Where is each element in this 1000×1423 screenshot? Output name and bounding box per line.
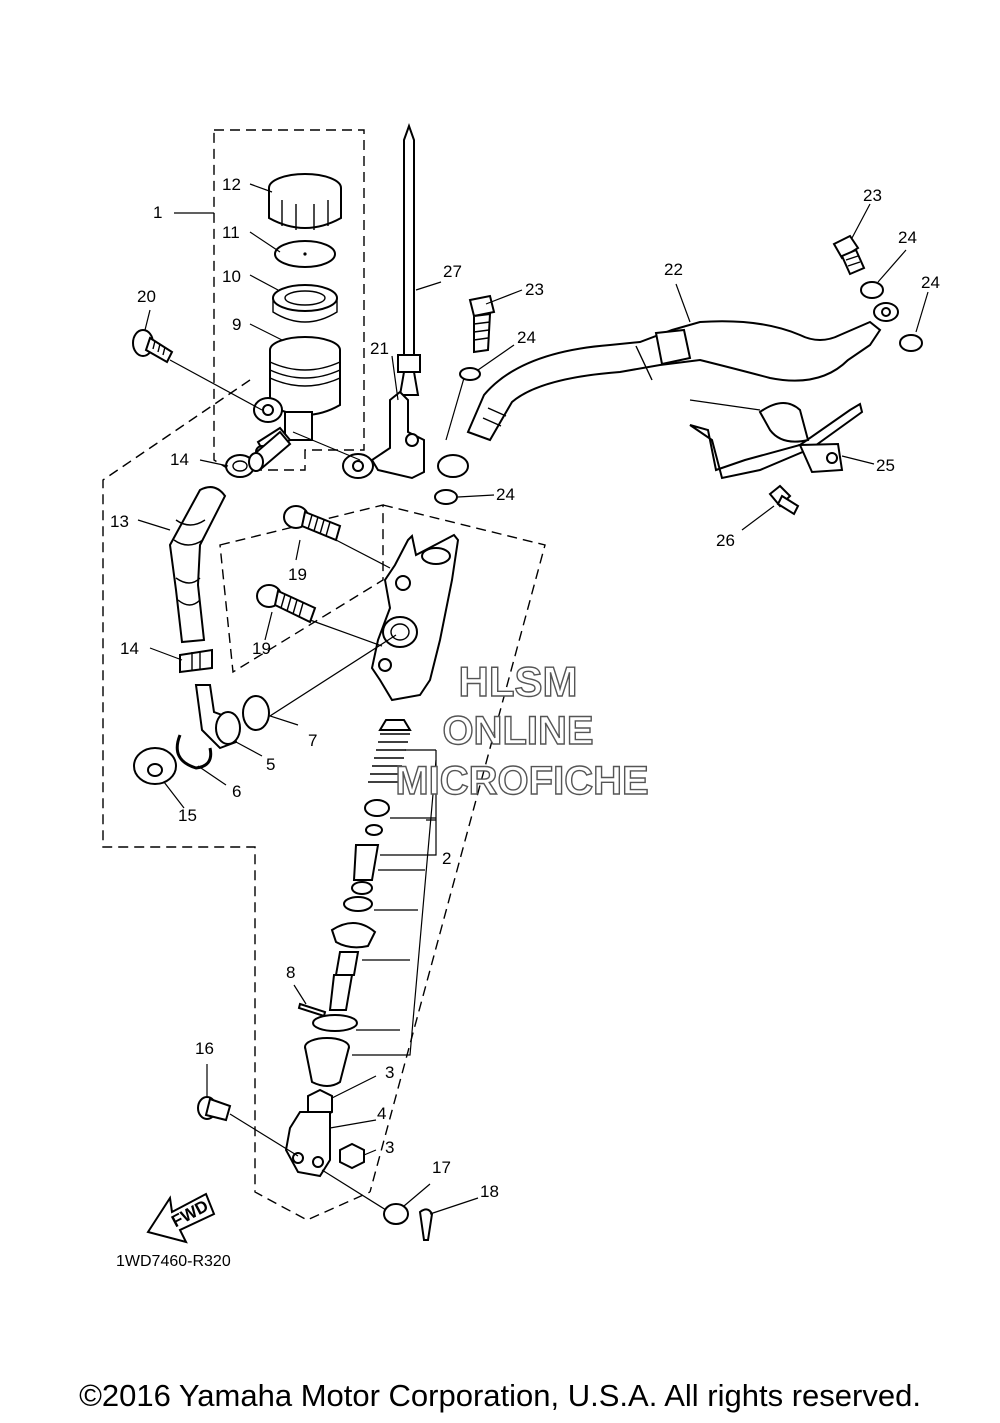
screw-19-upper bbox=[283, 505, 342, 542]
callout-4: 4 bbox=[377, 1104, 386, 1123]
callout-17: 17 bbox=[432, 1158, 451, 1177]
reservoir-bracket bbox=[342, 390, 425, 480]
callout-12: 12 bbox=[222, 175, 241, 194]
copper-washers bbox=[434, 281, 923, 505]
bolt-26 bbox=[768, 484, 800, 516]
leader-lines bbox=[137, 183, 929, 1215]
callout-10: 10 bbox=[222, 267, 241, 286]
callout-20: 20 bbox=[137, 287, 156, 306]
snap-ring bbox=[312, 1014, 358, 1032]
callout-8: 8 bbox=[286, 963, 295, 982]
callout-numbers: 1 2 3 3 4 5 6 7 8 9 10 11 12 13 14 14 15… bbox=[110, 175, 940, 1201]
callout-26: 26 bbox=[716, 531, 735, 550]
dust-boot bbox=[304, 1037, 350, 1087]
callout-14a: 14 bbox=[170, 450, 189, 469]
callout-3b: 3 bbox=[385, 1138, 394, 1157]
callout-22: 22 bbox=[664, 260, 683, 279]
watermark-line-3: MICROFICHE bbox=[395, 759, 648, 803]
union-bolt-top-right bbox=[832, 234, 866, 276]
callout-15: 15 bbox=[178, 806, 197, 825]
callout-24d: 24 bbox=[496, 485, 515, 504]
callout-19a: 19 bbox=[288, 565, 307, 584]
reservoir-cap bbox=[268, 173, 342, 230]
callout-6: 6 bbox=[232, 782, 241, 801]
cap-washer bbox=[133, 747, 177, 785]
hose-guide bbox=[689, 402, 864, 480]
callout-1: 1 bbox=[153, 203, 162, 222]
copyright-notice: ©2016 Yamaha Motor Corporation, U.S.A. A… bbox=[79, 1378, 921, 1413]
diaphragm bbox=[272, 284, 338, 323]
callout-5: 5 bbox=[266, 755, 275, 774]
plain-washer bbox=[383, 1203, 409, 1225]
callout-24c: 24 bbox=[517, 328, 536, 347]
callout-23b: 23 bbox=[525, 280, 544, 299]
reservoir-hose-fitting bbox=[248, 430, 292, 472]
callout-18: 18 bbox=[480, 1182, 499, 1201]
nut-lower bbox=[339, 1142, 365, 1170]
callout-24a: 24 bbox=[898, 228, 917, 247]
circlip bbox=[175, 734, 213, 770]
watermark-line-1: HLSM bbox=[459, 658, 578, 705]
callout-9: 9 bbox=[232, 315, 241, 334]
screw-19-lower bbox=[256, 584, 317, 624]
screw-group-outline bbox=[219, 504, 384, 674]
callout-25: 25 bbox=[876, 456, 895, 475]
cotter-pin-18 bbox=[418, 1208, 434, 1241]
union-bolt-center bbox=[468, 294, 496, 354]
callout-23a: 23 bbox=[863, 186, 882, 205]
callout-11: 11 bbox=[222, 223, 240, 242]
callout-2: 2 bbox=[442, 849, 451, 868]
reservoir-hose bbox=[168, 486, 227, 644]
cable-tie bbox=[397, 123, 421, 396]
callout-7: 7 bbox=[308, 731, 317, 750]
hose-joint bbox=[194, 684, 241, 750]
callout-27: 27 bbox=[443, 262, 462, 281]
callout-21: 21 bbox=[370, 339, 389, 358]
callout-13: 13 bbox=[110, 512, 129, 531]
hose-clamp-bottom bbox=[179, 648, 213, 674]
diaphragm-plate bbox=[274, 240, 336, 268]
master-cylinder-group-outline bbox=[369, 504, 546, 1193]
diagram-part-code: 1WD7460-R320 bbox=[116, 1253, 231, 1270]
callout-3a: 3 bbox=[385, 1063, 394, 1082]
master-cylinder-body bbox=[370, 533, 460, 702]
clevis bbox=[284, 1111, 331, 1178]
hose-group-outline bbox=[102, 379, 371, 1221]
watermark: HLSM ONLINE MICROFICHE bbox=[395, 657, 650, 803]
callout-19b: 19 bbox=[252, 639, 271, 658]
watermark-line-2: ONLINE bbox=[442, 709, 593, 753]
clevis-pin bbox=[197, 1096, 232, 1122]
o-ring bbox=[242, 695, 270, 731]
brake-hose bbox=[437, 302, 899, 478]
piston-kit bbox=[328, 719, 412, 1011]
callout-14b: 14 bbox=[120, 639, 139, 658]
fwd-arrow: FWD bbox=[146, 1192, 216, 1244]
screw-20 bbox=[132, 329, 174, 364]
reservoir-tank bbox=[253, 336, 341, 459]
callout-16: 16 bbox=[195, 1039, 214, 1058]
callout-24b: 24 bbox=[921, 273, 940, 292]
cotter-pin-8 bbox=[297, 1002, 327, 1018]
